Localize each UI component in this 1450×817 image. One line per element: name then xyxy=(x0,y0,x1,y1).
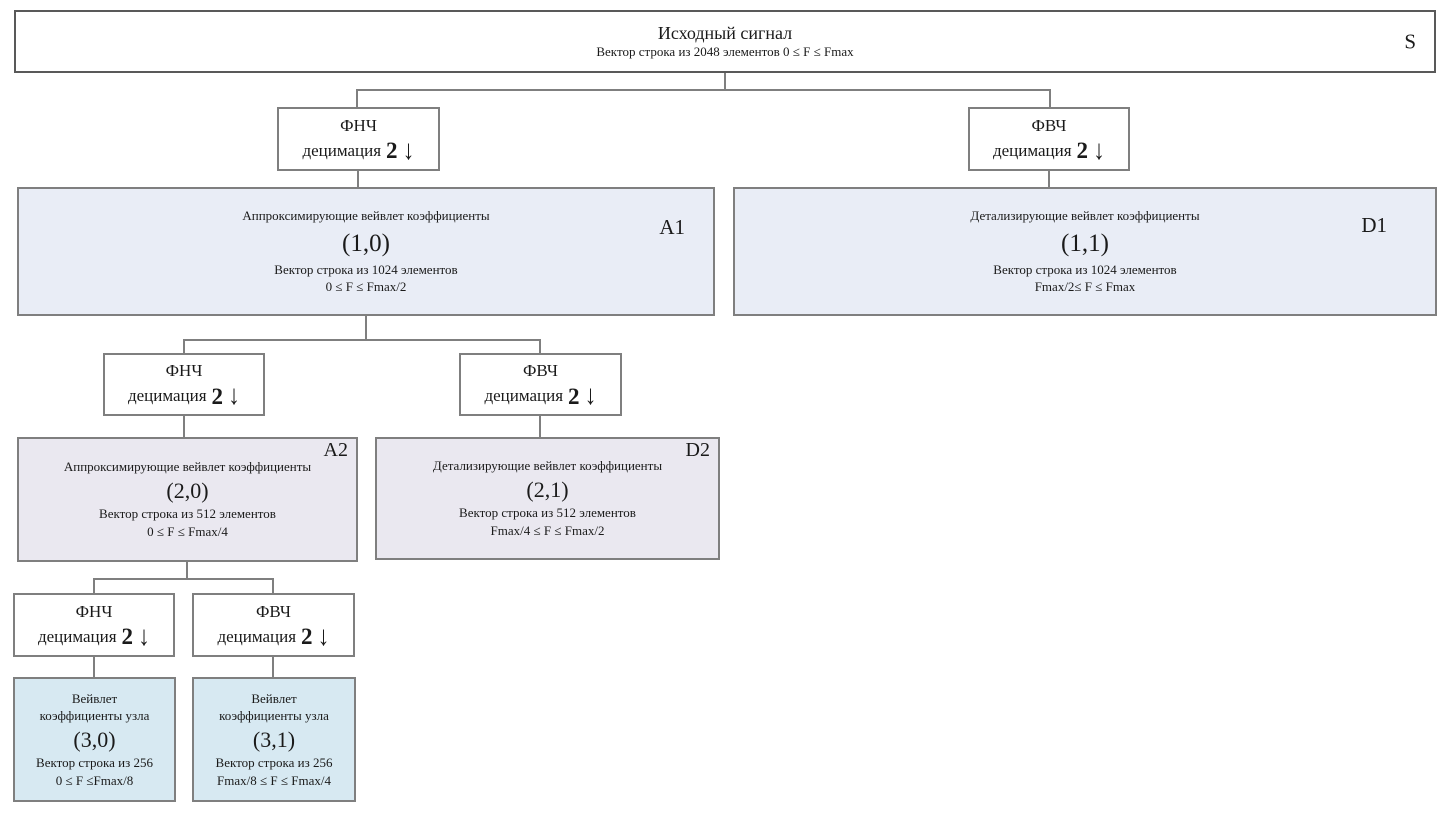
node-range: Fmax/8 ≤ F ≤ Fmax/4 xyxy=(217,772,331,788)
node-vector: Вектор строка из 1024 элементов xyxy=(993,261,1177,277)
node-title: Детализирующие вейвлет коэффициенты xyxy=(970,208,1200,224)
node-vector: Вектор строка из 512 элементов xyxy=(459,505,636,521)
source-signal-title: Исходный сигнал xyxy=(657,22,793,43)
decimation-factor: 2 xyxy=(386,138,398,164)
downsample-arrow-icon: ↓ xyxy=(1093,135,1106,166)
filter-name: ФНЧ xyxy=(75,601,113,621)
node-range: Fmax/4 ≤ F ≤ Fmax/2 xyxy=(490,523,605,539)
decimation-factor: 2 xyxy=(568,383,580,409)
source-signal-box: Исходный сигнал Вектор строка из 2048 эл… xyxy=(14,10,1436,73)
decimation-line: децимация 2 ↓ xyxy=(127,381,241,412)
decimation-factor: 2 xyxy=(121,624,134,650)
node-d1-box: D1 Детализирующие вейвлет коэффициенты (… xyxy=(733,187,1437,316)
decimation-factor: 2 xyxy=(1076,138,1089,164)
node-range: 0 ≤ F ≤ Fmax/2 xyxy=(325,279,407,295)
decimation-label: децимация xyxy=(302,140,382,160)
node-index: (2,1) xyxy=(526,476,569,502)
node-title-line1: Вейвлет xyxy=(251,690,297,706)
node-label-d1: D1 xyxy=(1361,213,1387,237)
lowpass-filter-box-level1: ФНЧ децимация 2 ↓ xyxy=(277,107,440,171)
lowpass-filter-box-level2: ФНЧ децимация 2 ↓ xyxy=(103,353,265,416)
decimation-line: децимация 2 ↓ xyxy=(37,621,151,652)
node-title: Аппроксимирующие вейвлет коэффициенты xyxy=(242,208,490,224)
highpass-filter-box-level2: ФВЧ децимация 2 ↓ xyxy=(459,353,622,416)
node-index: (2,0) xyxy=(166,477,209,503)
downsample-arrow-icon: ↓ xyxy=(228,381,241,412)
source-signal-subtitle: Вектор строка из 2048 элементов 0 ≤ F ≤ … xyxy=(596,44,854,60)
node-vector: Вектор строка из 256 xyxy=(215,755,333,771)
decimation-label: децимация xyxy=(127,386,207,406)
decimation-line: децимация 2 ↓ xyxy=(217,621,330,652)
downsample-arrow-icon: ↓ xyxy=(317,621,330,652)
node-a1-box: A1 Аппроксимирующие вейвлет коэффициенты… xyxy=(17,187,715,316)
filter-name: ФВЧ xyxy=(523,361,558,381)
node-index: (1,0) xyxy=(342,229,390,257)
node-a2-box: A2 Аппроксимирующие вейвлет коэффициенты… xyxy=(17,437,358,562)
decimation-label: децимация xyxy=(992,140,1072,160)
node-index: (3,0) xyxy=(73,726,116,752)
node-label-a2: A2 xyxy=(323,439,348,461)
lowpass-filter-box-level3: ФНЧ децимация 2 ↓ xyxy=(13,593,175,657)
highpass-filter-box-level1: ФВЧ децимация 2 ↓ xyxy=(968,107,1130,171)
node-3-0-box: Вейвлет коэффициенты узла (3,0) Вектор с… xyxy=(13,677,176,802)
downsample-arrow-icon: ↓ xyxy=(584,381,597,412)
node-label-d2: D2 xyxy=(685,439,710,461)
node-vector: Вектор строка из 512 элементов xyxy=(99,506,276,522)
decimation-label: децимация xyxy=(217,626,297,646)
node-title: Детализирующие вейвлет коэффициенты xyxy=(432,458,663,474)
node-d2-box: D2 Детализирующие вейвлет коэффициенты (… xyxy=(375,437,720,560)
node-title-line1: Вейвлет xyxy=(71,690,118,706)
decimation-label: децимация xyxy=(37,626,117,646)
node-vector: Вектор строка из 1024 элементов xyxy=(274,261,458,277)
decimation-line: децимация 2 ↓ xyxy=(484,381,597,412)
filter-name: ФВЧ xyxy=(1031,115,1067,135)
filter-name: ФНЧ xyxy=(340,115,377,135)
filter-name: ФНЧ xyxy=(165,361,203,381)
node-label-a1: A1 xyxy=(659,215,685,239)
node-index: (1,1) xyxy=(1061,229,1109,257)
node-index: (3,1) xyxy=(252,726,296,752)
decimation-label: децимация xyxy=(484,386,564,406)
node-title-line2: коэффициенты узла xyxy=(39,708,150,724)
decimation-line: децимация 2 ↓ xyxy=(302,135,415,166)
downsample-arrow-icon: ↓ xyxy=(402,135,415,166)
node-label-s: S xyxy=(1404,29,1416,53)
decimation-factor: 2 xyxy=(211,383,224,409)
decimation-factor: 2 xyxy=(301,624,313,650)
node-range: 0 ≤ F ≤ Fmax/4 xyxy=(147,524,228,540)
node-vector: Вектор строка из 256 xyxy=(36,755,153,771)
node-range: Fmax/2≤ F ≤ Fmax xyxy=(1034,279,1136,295)
decimation-line: децимация 2 ↓ xyxy=(992,135,1106,166)
filter-name: ФВЧ xyxy=(256,601,291,621)
highpass-filter-box-level3: ФВЧ децимация 2 ↓ xyxy=(192,593,355,657)
node-range: 0 ≤ F ≤Fmax/8 xyxy=(55,772,134,788)
downsample-arrow-icon: ↓ xyxy=(138,621,151,652)
node-title-line2: коэффициенты узла xyxy=(219,708,329,724)
node-title: Аппроксимирующие вейвлет коэффициенты xyxy=(63,459,312,475)
node-3-1-box: Вейвлет коэффициенты узла (3,1) Вектор с… xyxy=(192,677,356,802)
